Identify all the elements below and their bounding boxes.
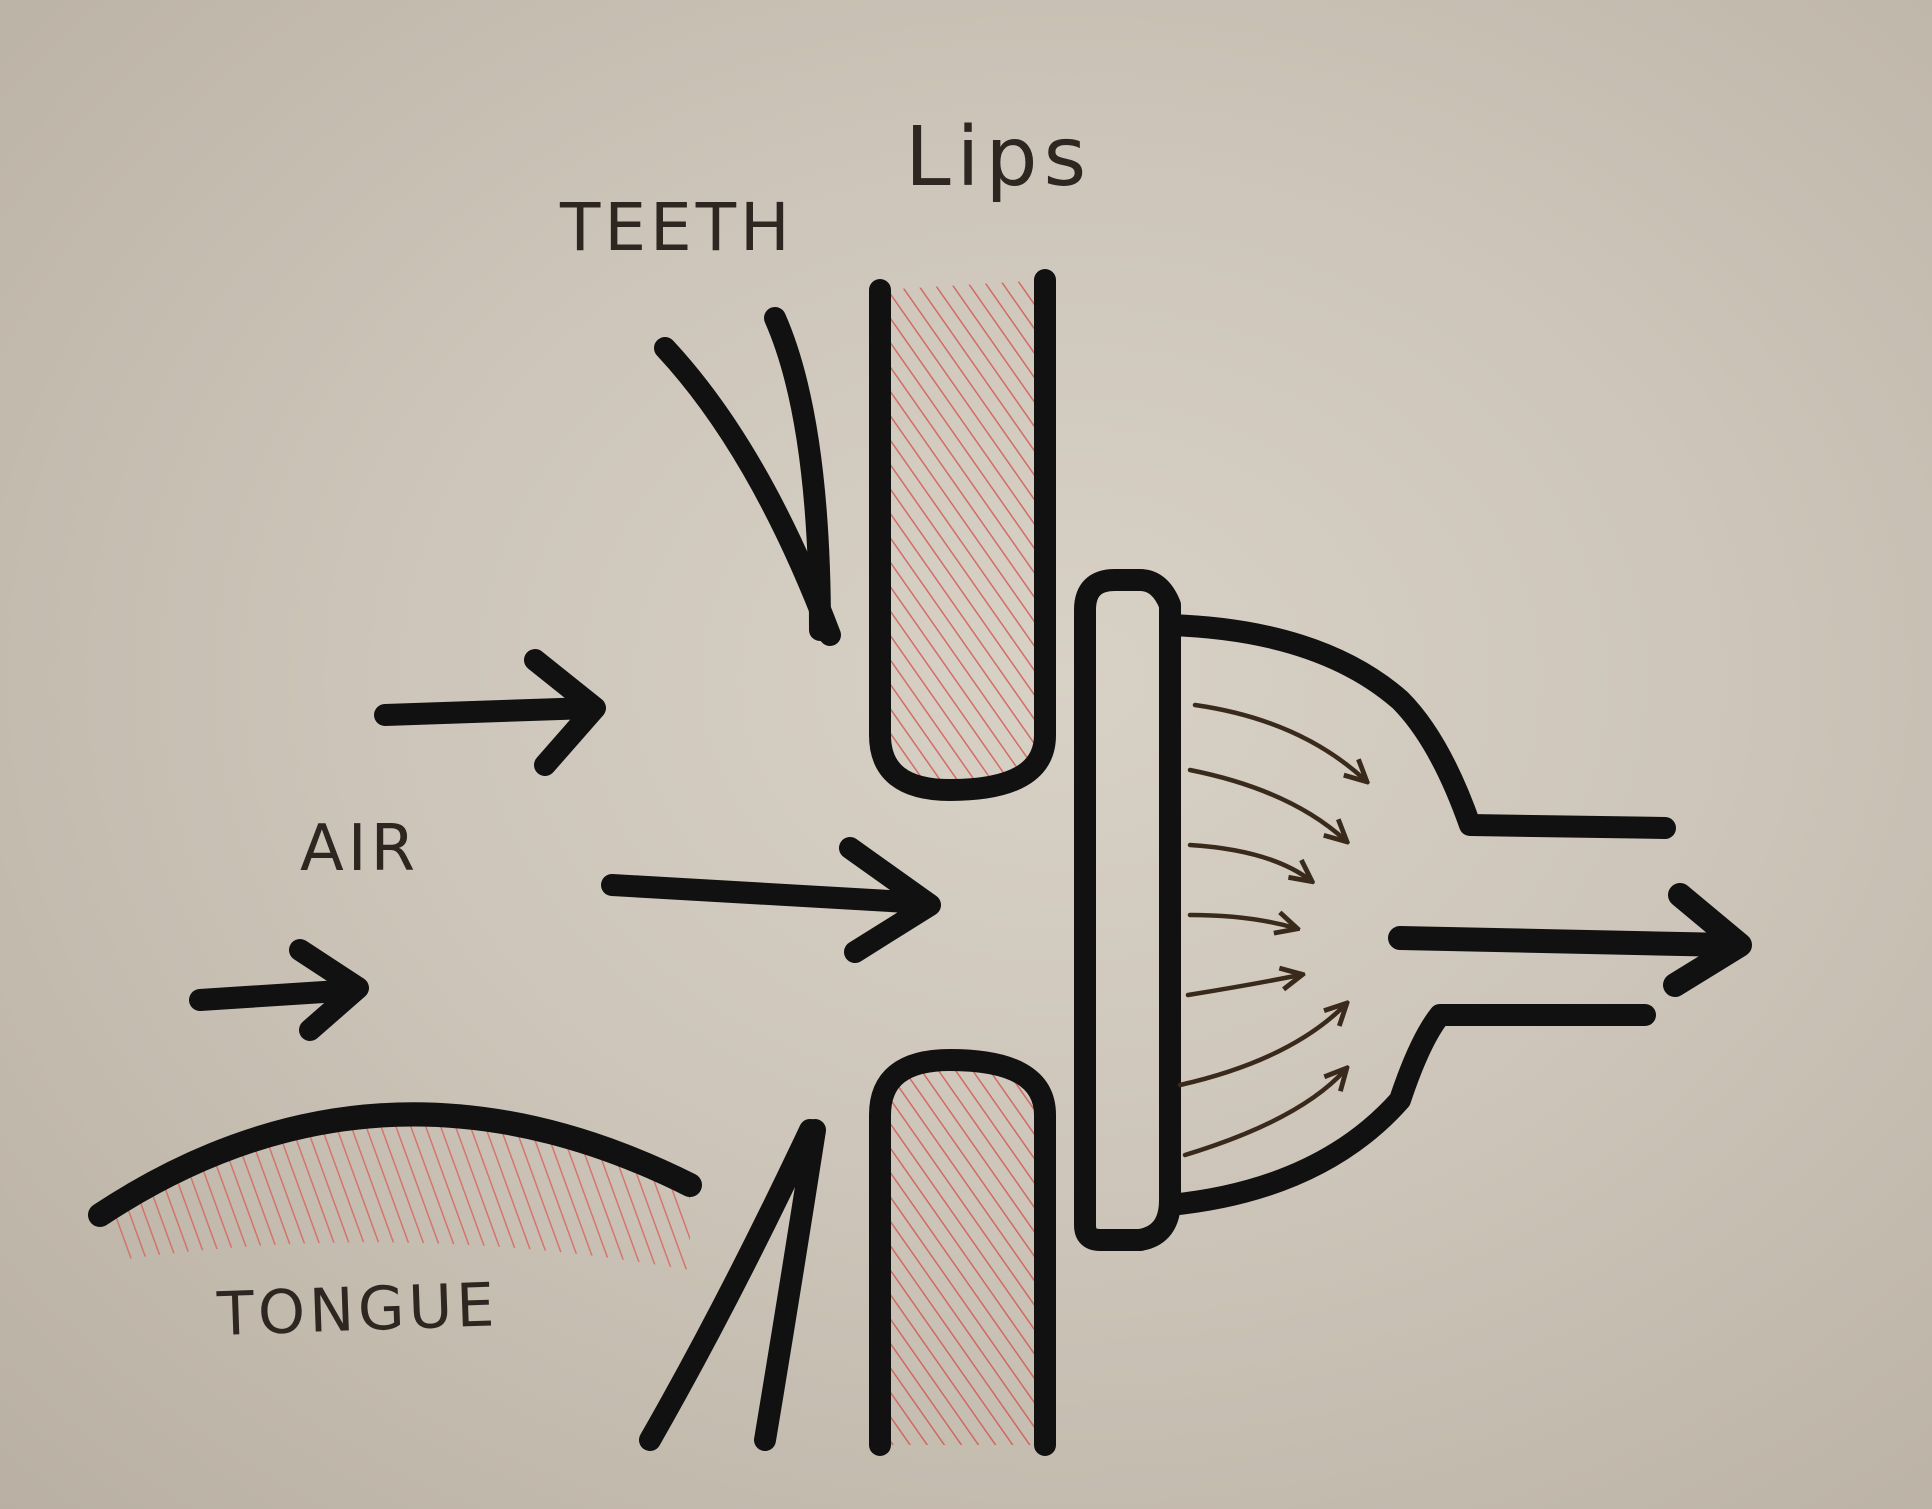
air-arrow-lower bbox=[189, 939, 369, 1041]
air-arrow-upper bbox=[374, 649, 606, 776]
air-arrow-middle bbox=[601, 837, 941, 963]
label-tongue: TONGUE bbox=[215, 1270, 499, 1350]
lower-lip bbox=[869, 1049, 1056, 1456]
air-arrows bbox=[189, 649, 941, 1041]
output-arrow bbox=[1388, 883, 1752, 997]
mouthpiece-cup bbox=[1159, 614, 1676, 1216]
lower-teeth bbox=[639, 1119, 826, 1451]
flow-arrows bbox=[1177, 702, 1365, 1158]
label-teeth: TEETH bbox=[559, 189, 794, 266]
tongue bbox=[88, 1102, 702, 1270]
label-lips: Lips bbox=[905, 110, 1092, 205]
labels: TEETH Lips AIR TONGUE bbox=[215, 110, 1092, 1350]
upper-teeth bbox=[654, 307, 841, 646]
upper-lip bbox=[869, 269, 1056, 801]
mouthpiece-rim bbox=[1074, 569, 1181, 1251]
label-air: AIR bbox=[300, 812, 419, 886]
